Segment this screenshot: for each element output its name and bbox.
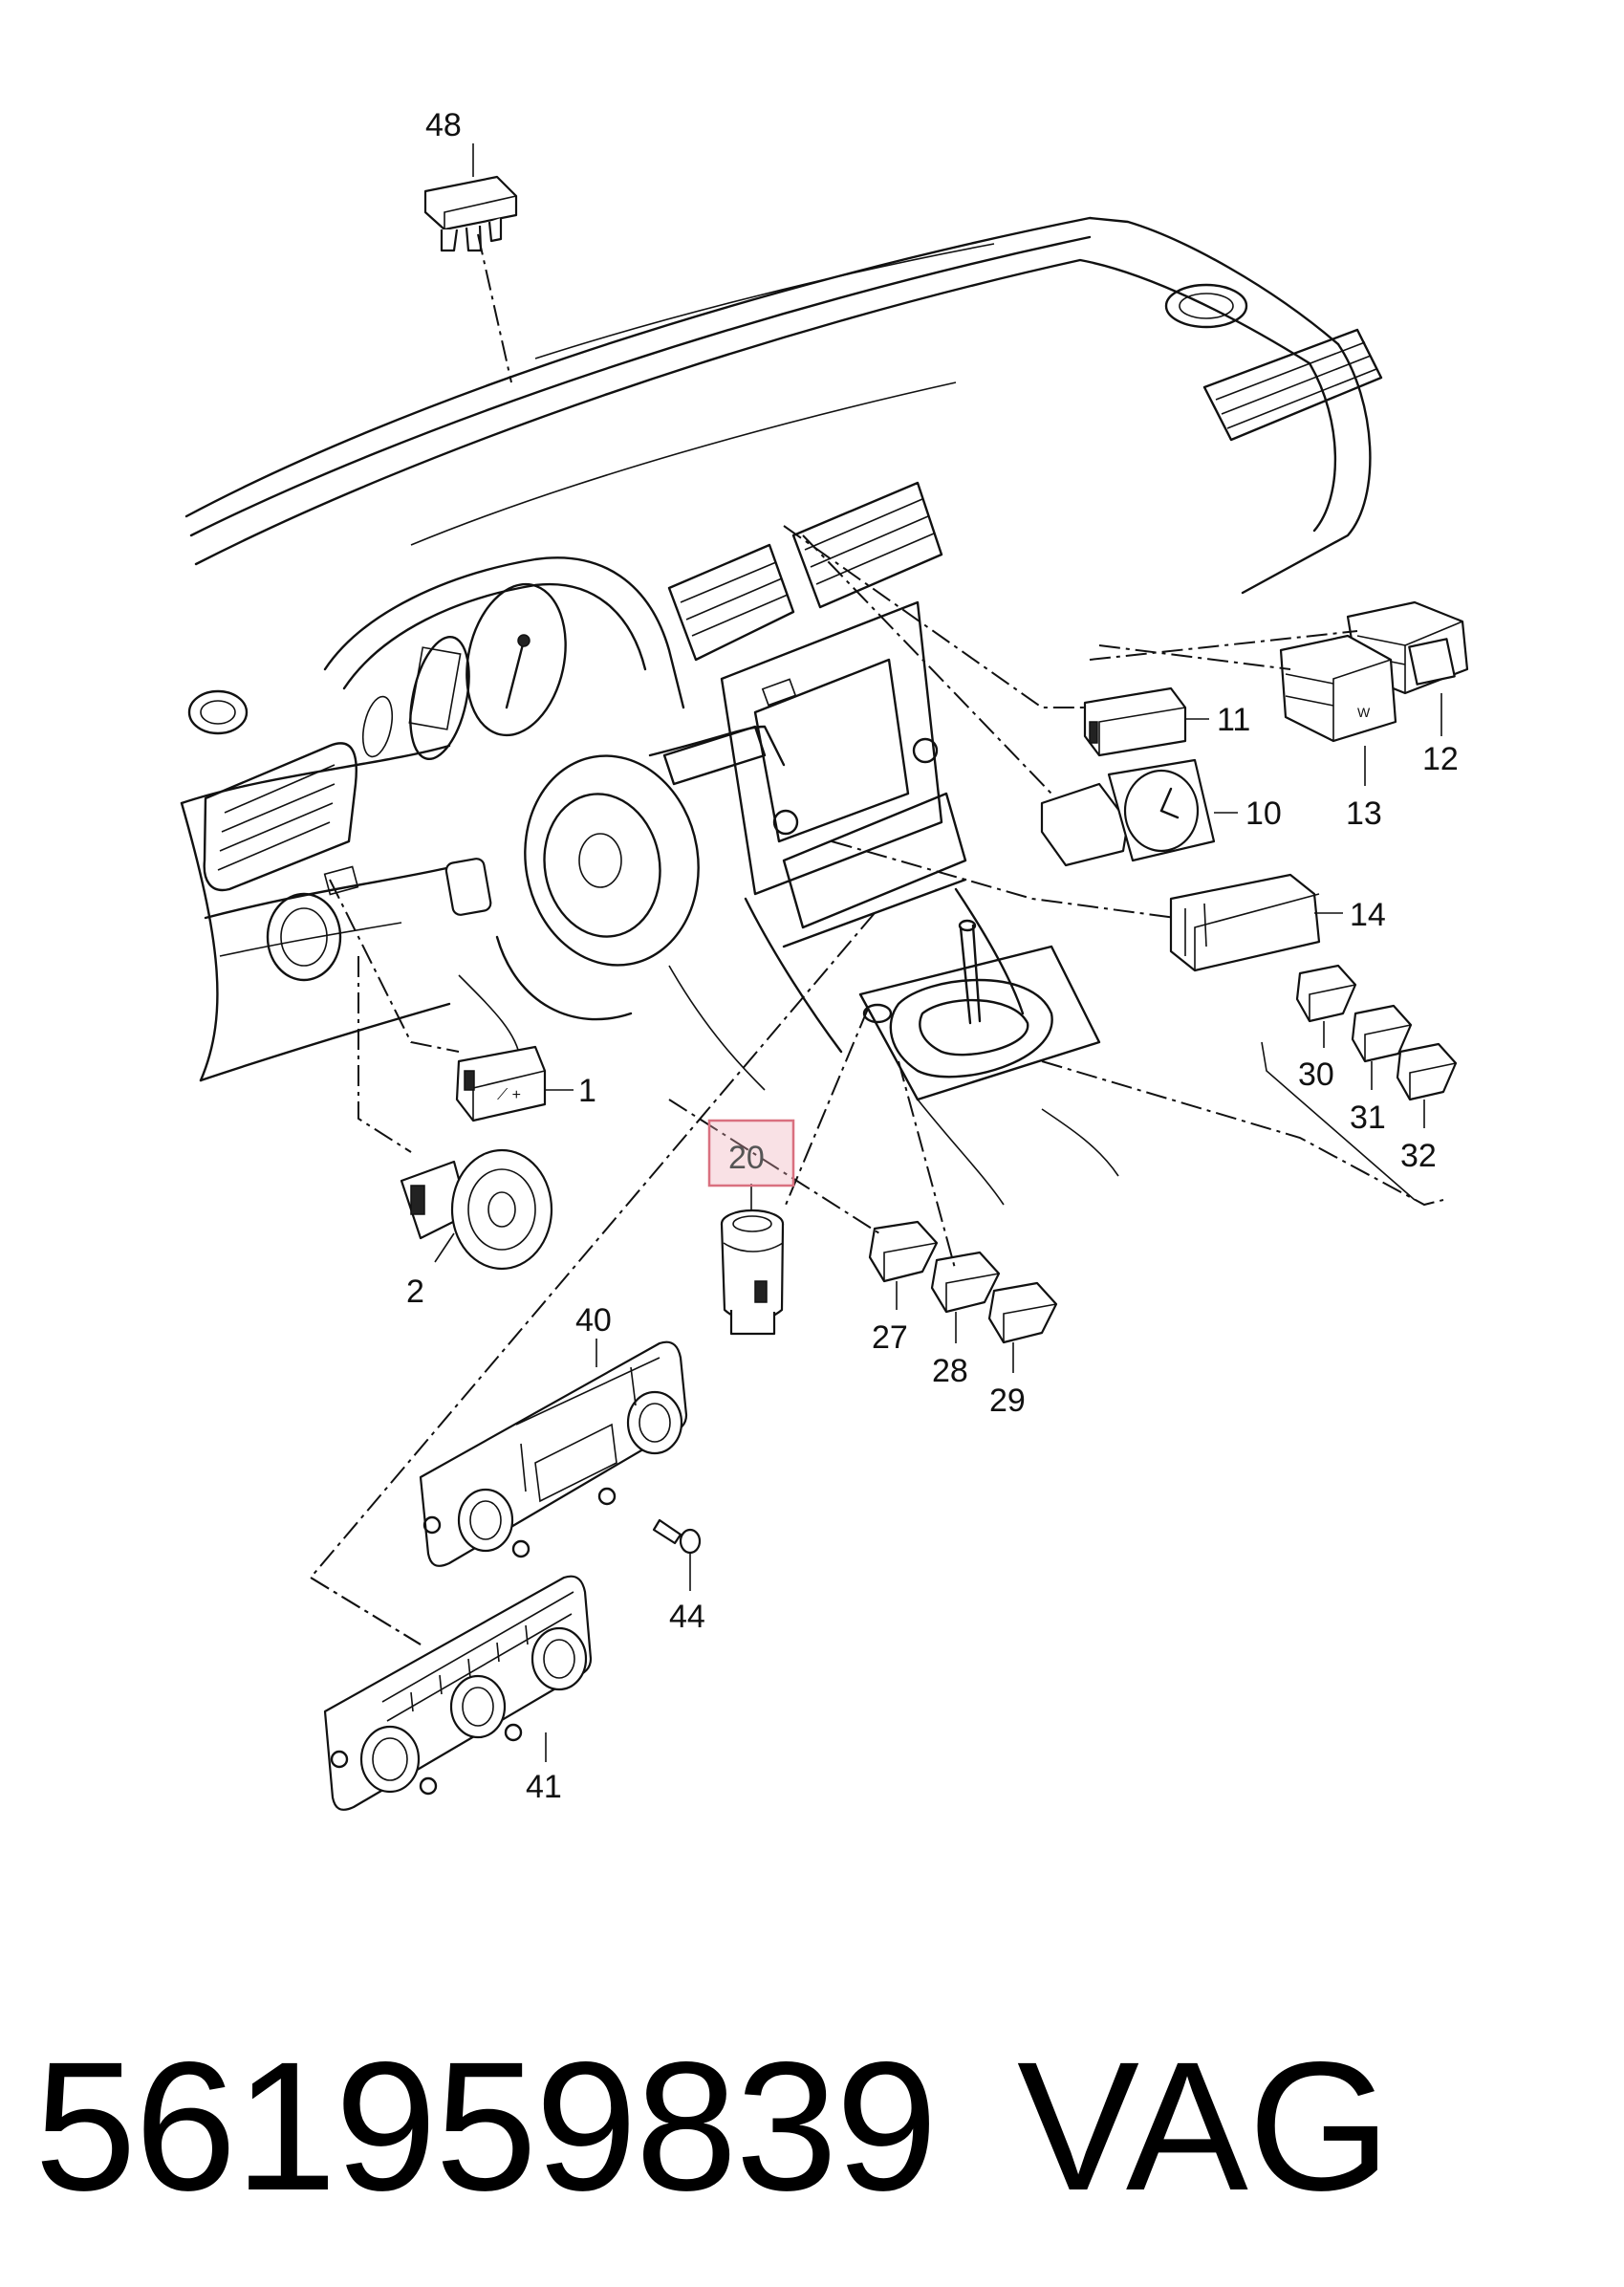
part-40: [419, 1340, 688, 1567]
part-41: [323, 1575, 593, 1811]
callout-11[interactable]: 11: [1217, 702, 1250, 738]
callout-labels: 48 1 2 10 11 12 13 14 20 27 28 29 30 31 …: [406, 107, 1459, 1805]
callout-14[interactable]: 14: [1350, 897, 1386, 933]
callout-29[interactable]: 29: [989, 1383, 1026, 1419]
part-2: [400, 1148, 553, 1271]
callout-41[interactable]: 41: [526, 1769, 562, 1805]
part-11: [1083, 686, 1187, 757]
brand-name: VAG: [1017, 2023, 1392, 2229]
part-44: [652, 1518, 702, 1555]
part-48: [423, 175, 518, 252]
exploded-parts-diagram: ⟋ + W: [180, 107, 1469, 1811]
leader-lines: [309, 233, 1444, 1645]
callout-28[interactable]: 28: [932, 1353, 968, 1389]
part-27: [868, 1220, 939, 1283]
callout-20[interactable]: 20: [728, 1140, 765, 1176]
callout-31[interactable]: 31: [1350, 1100, 1386, 1136]
part-31: [1351, 1004, 1413, 1063]
part-13: W: [1279, 634, 1397, 743]
callout-32[interactable]: 32: [1400, 1138, 1437, 1174]
svg-text:⟋ +: ⟋ +: [497, 1087, 521, 1103]
part-29: [987, 1281, 1058, 1344]
callout-27[interactable]: 27: [872, 1319, 908, 1356]
part-20: [720, 1209, 785, 1336]
callout-10[interactable]: 10: [1245, 795, 1282, 832]
part-28: [930, 1251, 1001, 1314]
part-number: 561959839: [34, 2023, 938, 2229]
callout-44[interactable]: 44: [669, 1599, 705, 1635]
callout-13[interactable]: 13: [1346, 795, 1382, 832]
svg-text:W: W: [1357, 705, 1371, 720]
part-30: [1295, 964, 1357, 1023]
callout-30[interactable]: 30: [1298, 1056, 1334, 1093]
callout-2[interactable]: 2: [406, 1274, 424, 1310]
callout-ticks: [434, 143, 1442, 1762]
part-32: [1396, 1042, 1458, 1101]
callout-1[interactable]: 1: [578, 1073, 596, 1109]
part-14: [1169, 873, 1321, 972]
highlight-box: [707, 1119, 795, 1187]
callout-12[interactable]: 12: [1422, 741, 1459, 777]
callout-48[interactable]: 48: [425, 107, 462, 143]
part-1: ⟋ +: [455, 1045, 547, 1122]
callout-40[interactable]: 40: [575, 1302, 612, 1339]
dashboard-illustration: [180, 216, 1383, 1206]
part-10: [1040, 758, 1216, 867]
